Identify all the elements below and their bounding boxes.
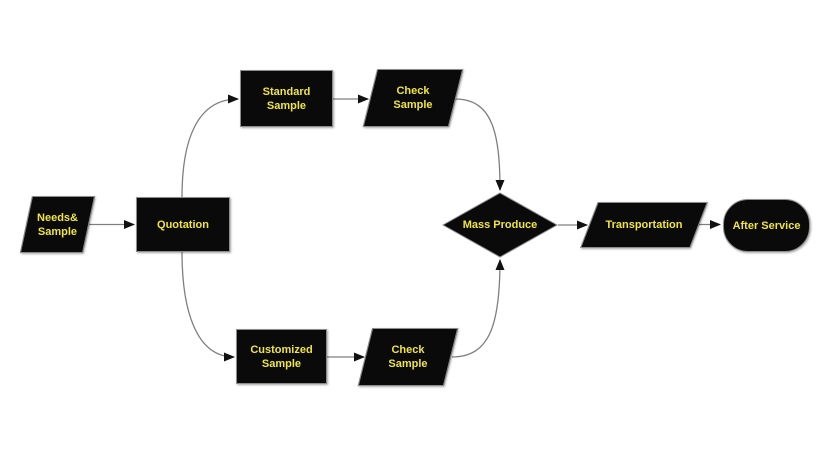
edge-quotation-to-customized-sample (181, 251, 235, 362)
terminator-shape (723, 199, 810, 252)
node-quotation: Quotation (136, 197, 230, 252)
node-check-sample-top-label: Check Sample (393, 85, 433, 111)
node-transportation-label: Transportation (605, 219, 683, 231)
edge-check-sample-bottom-to-mass-produce (451, 259, 505, 358)
edge-quotation-to-standard-sample (181, 94, 239, 198)
node-after-service-label: After Service (732, 219, 801, 232)
node-quotation-label: Quotation (157, 218, 209, 231)
node-needs-sample-label: Needs& Sample (37, 211, 78, 238)
rectangle-shape (240, 70, 333, 127)
edge-check-sample-top-to-mass-produce (454, 98, 505, 191)
node-check-sample-top: Check Sample (362, 69, 464, 127)
node-check-sample-bottom-label: Check Sample (388, 344, 428, 370)
node-customized-sample-label: Customized Sample (250, 343, 313, 370)
node-check-sample-bottom: Check Sample (357, 328, 459, 386)
diamond-shape (442, 192, 558, 258)
rectangle-shape (236, 329, 327, 384)
node-standard-sample: Standard Sample (240, 70, 333, 127)
node-after-service: After Service (723, 199, 810, 252)
node-mass-produce-label: Mass Produce (462, 219, 538, 231)
node-needs-sample: Needs& Sample (19, 196, 96, 253)
rectangle-shape (136, 197, 230, 252)
node-transportation: Transportation (580, 202, 708, 248)
node-customized-sample: Customized Sample (236, 329, 327, 384)
node-standard-sample-label: Standard Sample (262, 85, 311, 112)
node-mass-produce: Mass Produce (442, 192, 558, 258)
